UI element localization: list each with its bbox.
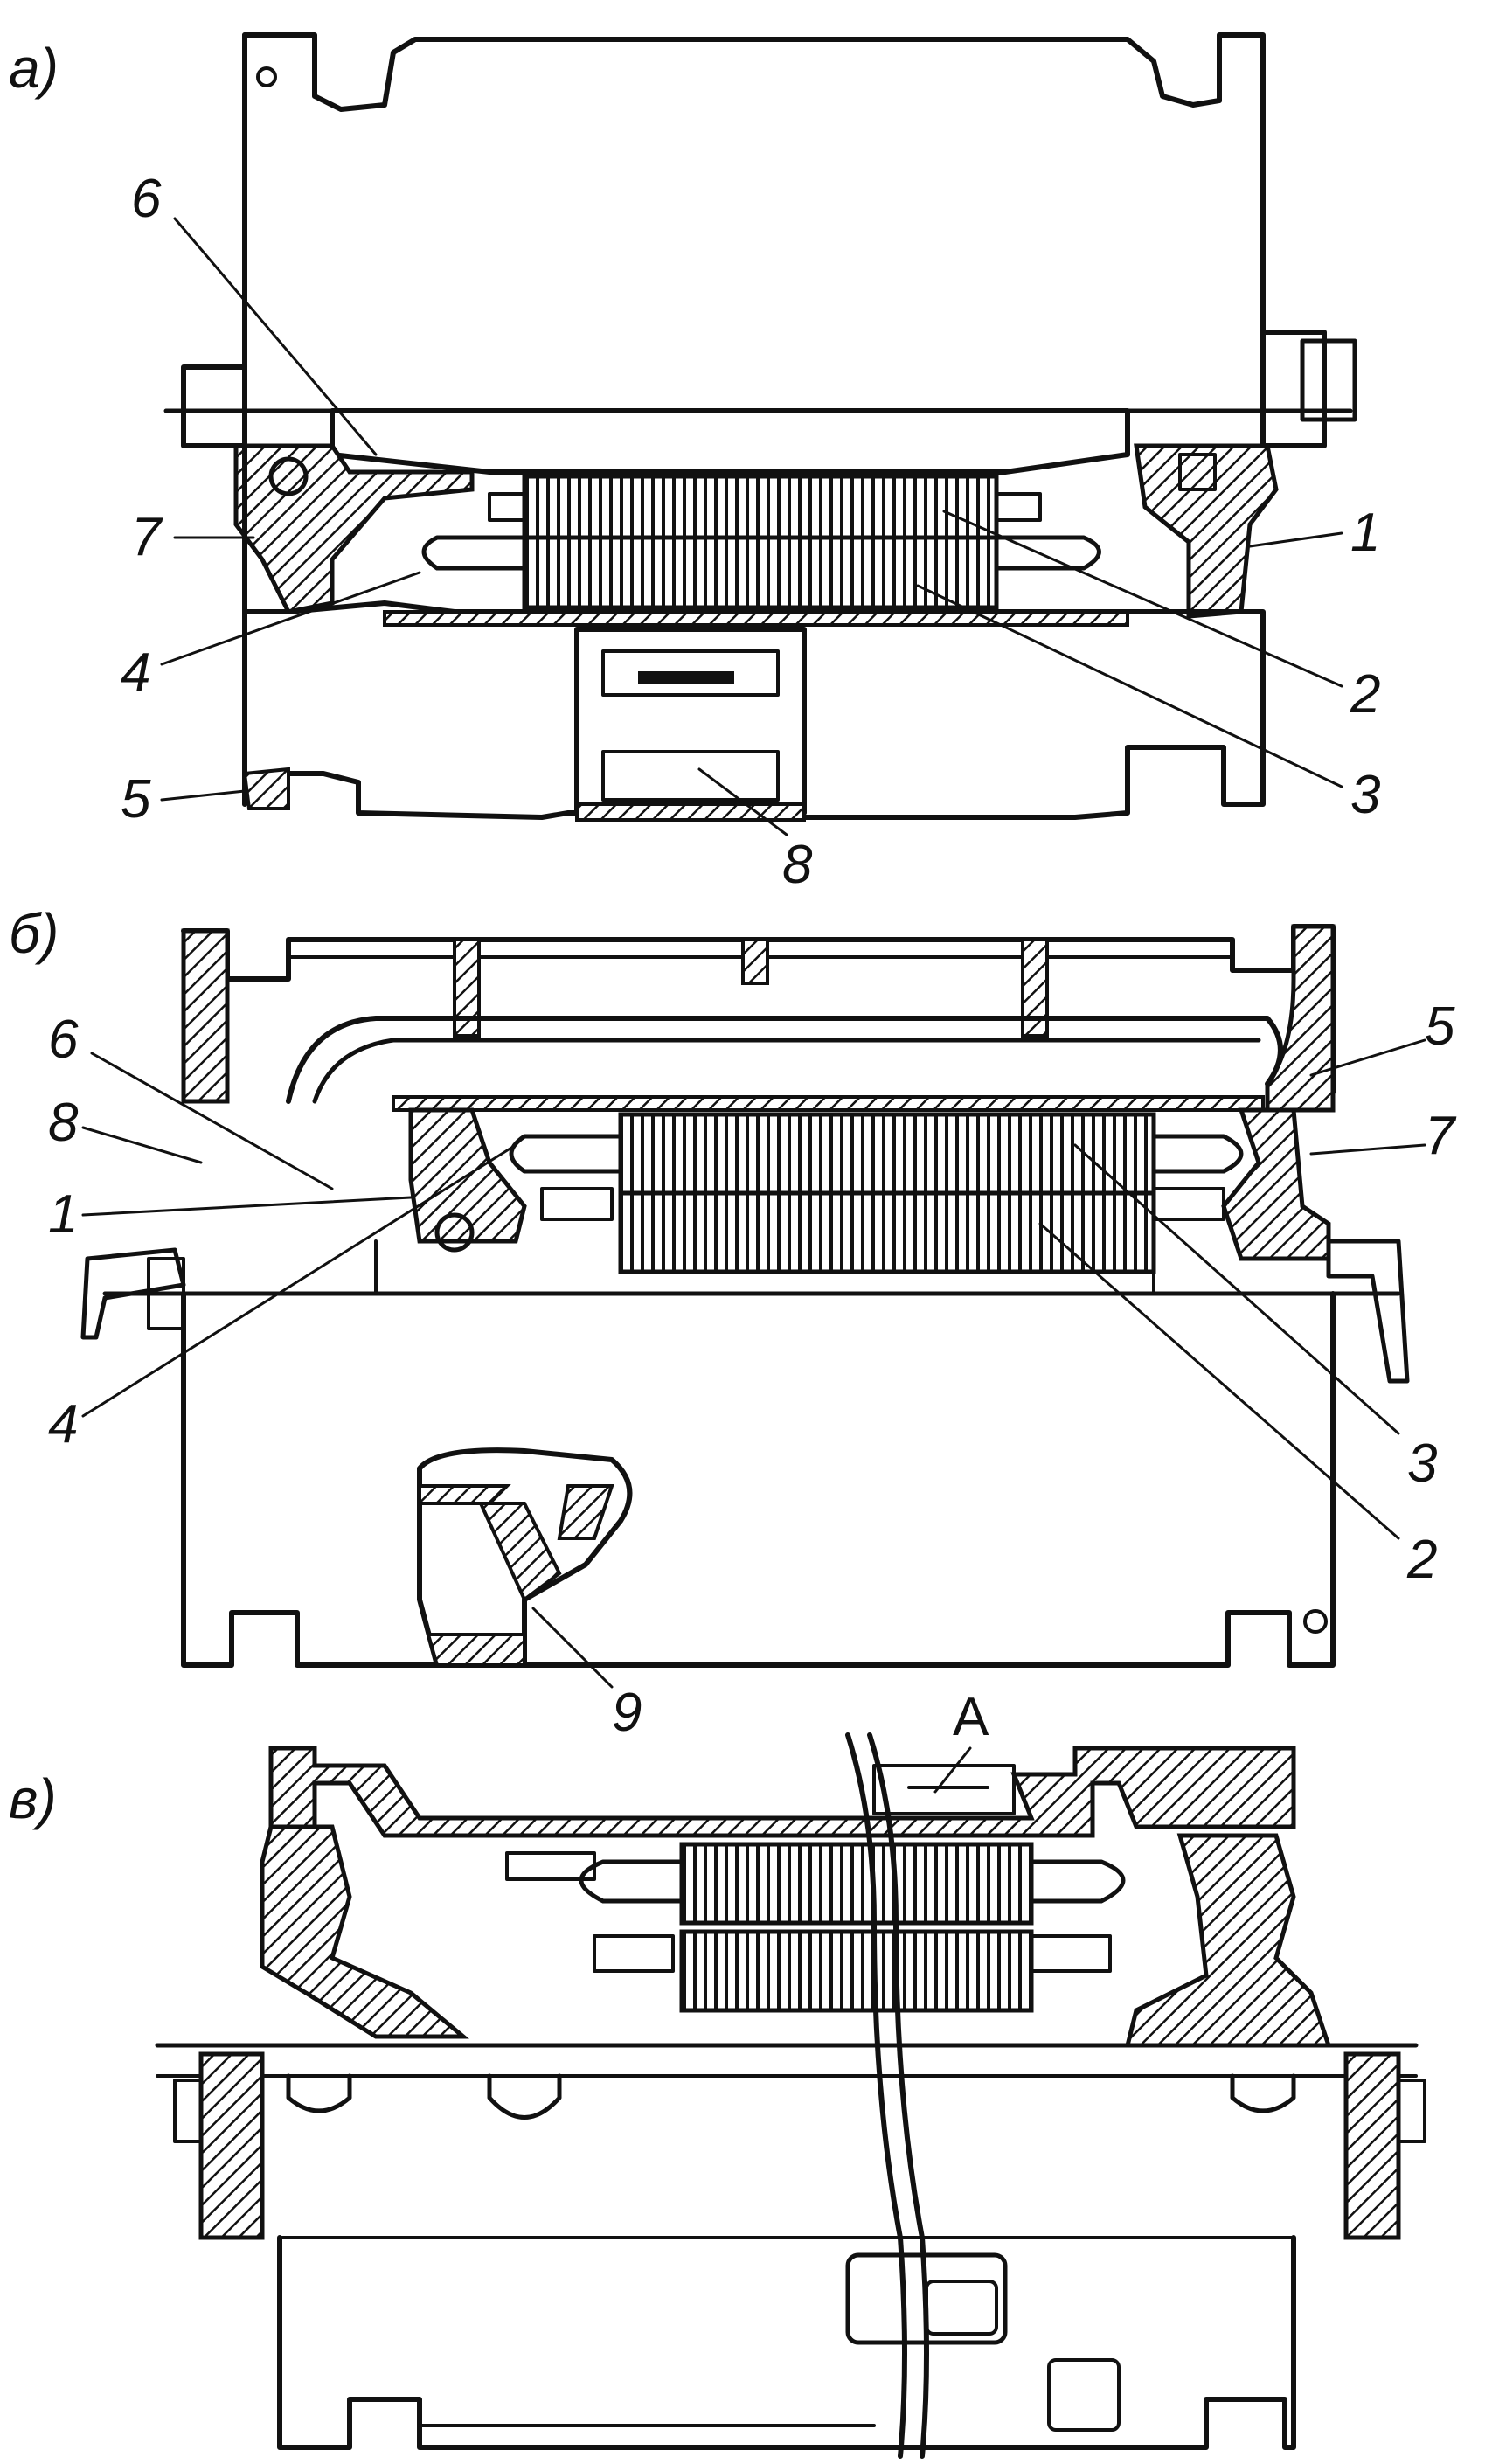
callout-a-8: 8 [782, 835, 813, 895]
leader-b-7 [1309, 1143, 1426, 1156]
leader-b-5 [1309, 1038, 1426, 1077]
callout-a-2: 2 [1350, 664, 1380, 725]
leader-a-4 [160, 571, 421, 666]
panel-v-label: в) [9, 1767, 57, 1830]
callout-v-a: А [953, 1687, 989, 1747]
callout-b-1: 1 [48, 1184, 78, 1245]
callout-b-6: 6 [48, 1010, 79, 1070]
callout-b-7: 7 [1425, 1106, 1457, 1166]
callout-b-4: 4 [48, 1394, 78, 1454]
leader-b-8 [81, 1126, 203, 1164]
leader-a-8 [697, 767, 788, 836]
leader-a-3 [916, 584, 1343, 788]
leader-b-6 [90, 1052, 334, 1190]
callout-a-5: 5 [121, 769, 151, 829]
leader-b-2 [1038, 1222, 1400, 1540]
leader-b-4 [81, 1143, 517, 1418]
panel-b-drawing: б) [9, 902, 1457, 1743]
callout-a-4: 4 [121, 642, 150, 703]
leader-b-9 [531, 1607, 614, 1689]
panel-a-label: а) [9, 37, 59, 100]
callout-a-7: 7 [131, 507, 163, 567]
callout-b-8: 8 [48, 1093, 79, 1153]
leader-v-a [933, 1746, 972, 1794]
leader-a-6 [173, 217, 378, 456]
leader-a-1 [1248, 531, 1343, 548]
callout-a-1: 1 [1350, 503, 1380, 563]
leader-b-1 [81, 1196, 413, 1217]
callout-b-5: 5 [1425, 996, 1455, 1057]
panel-a-drawing: а) [9, 32, 1380, 895]
callout-b-3: 3 [1407, 1433, 1437, 1494]
panel-b-label: б) [9, 902, 59, 965]
callout-a-6: 6 [131, 169, 162, 229]
leader-a-2 [942, 510, 1343, 688]
panel-v-drawing: в) [9, 1687, 1426, 2459]
leader-a-5 [160, 789, 246, 802]
callout-a-3: 3 [1350, 765, 1380, 825]
leader-b-3 [1073, 1143, 1400, 1435]
callout-b-9: 9 [612, 1683, 642, 1743]
callout-b-2: 2 [1406, 1530, 1437, 1590]
